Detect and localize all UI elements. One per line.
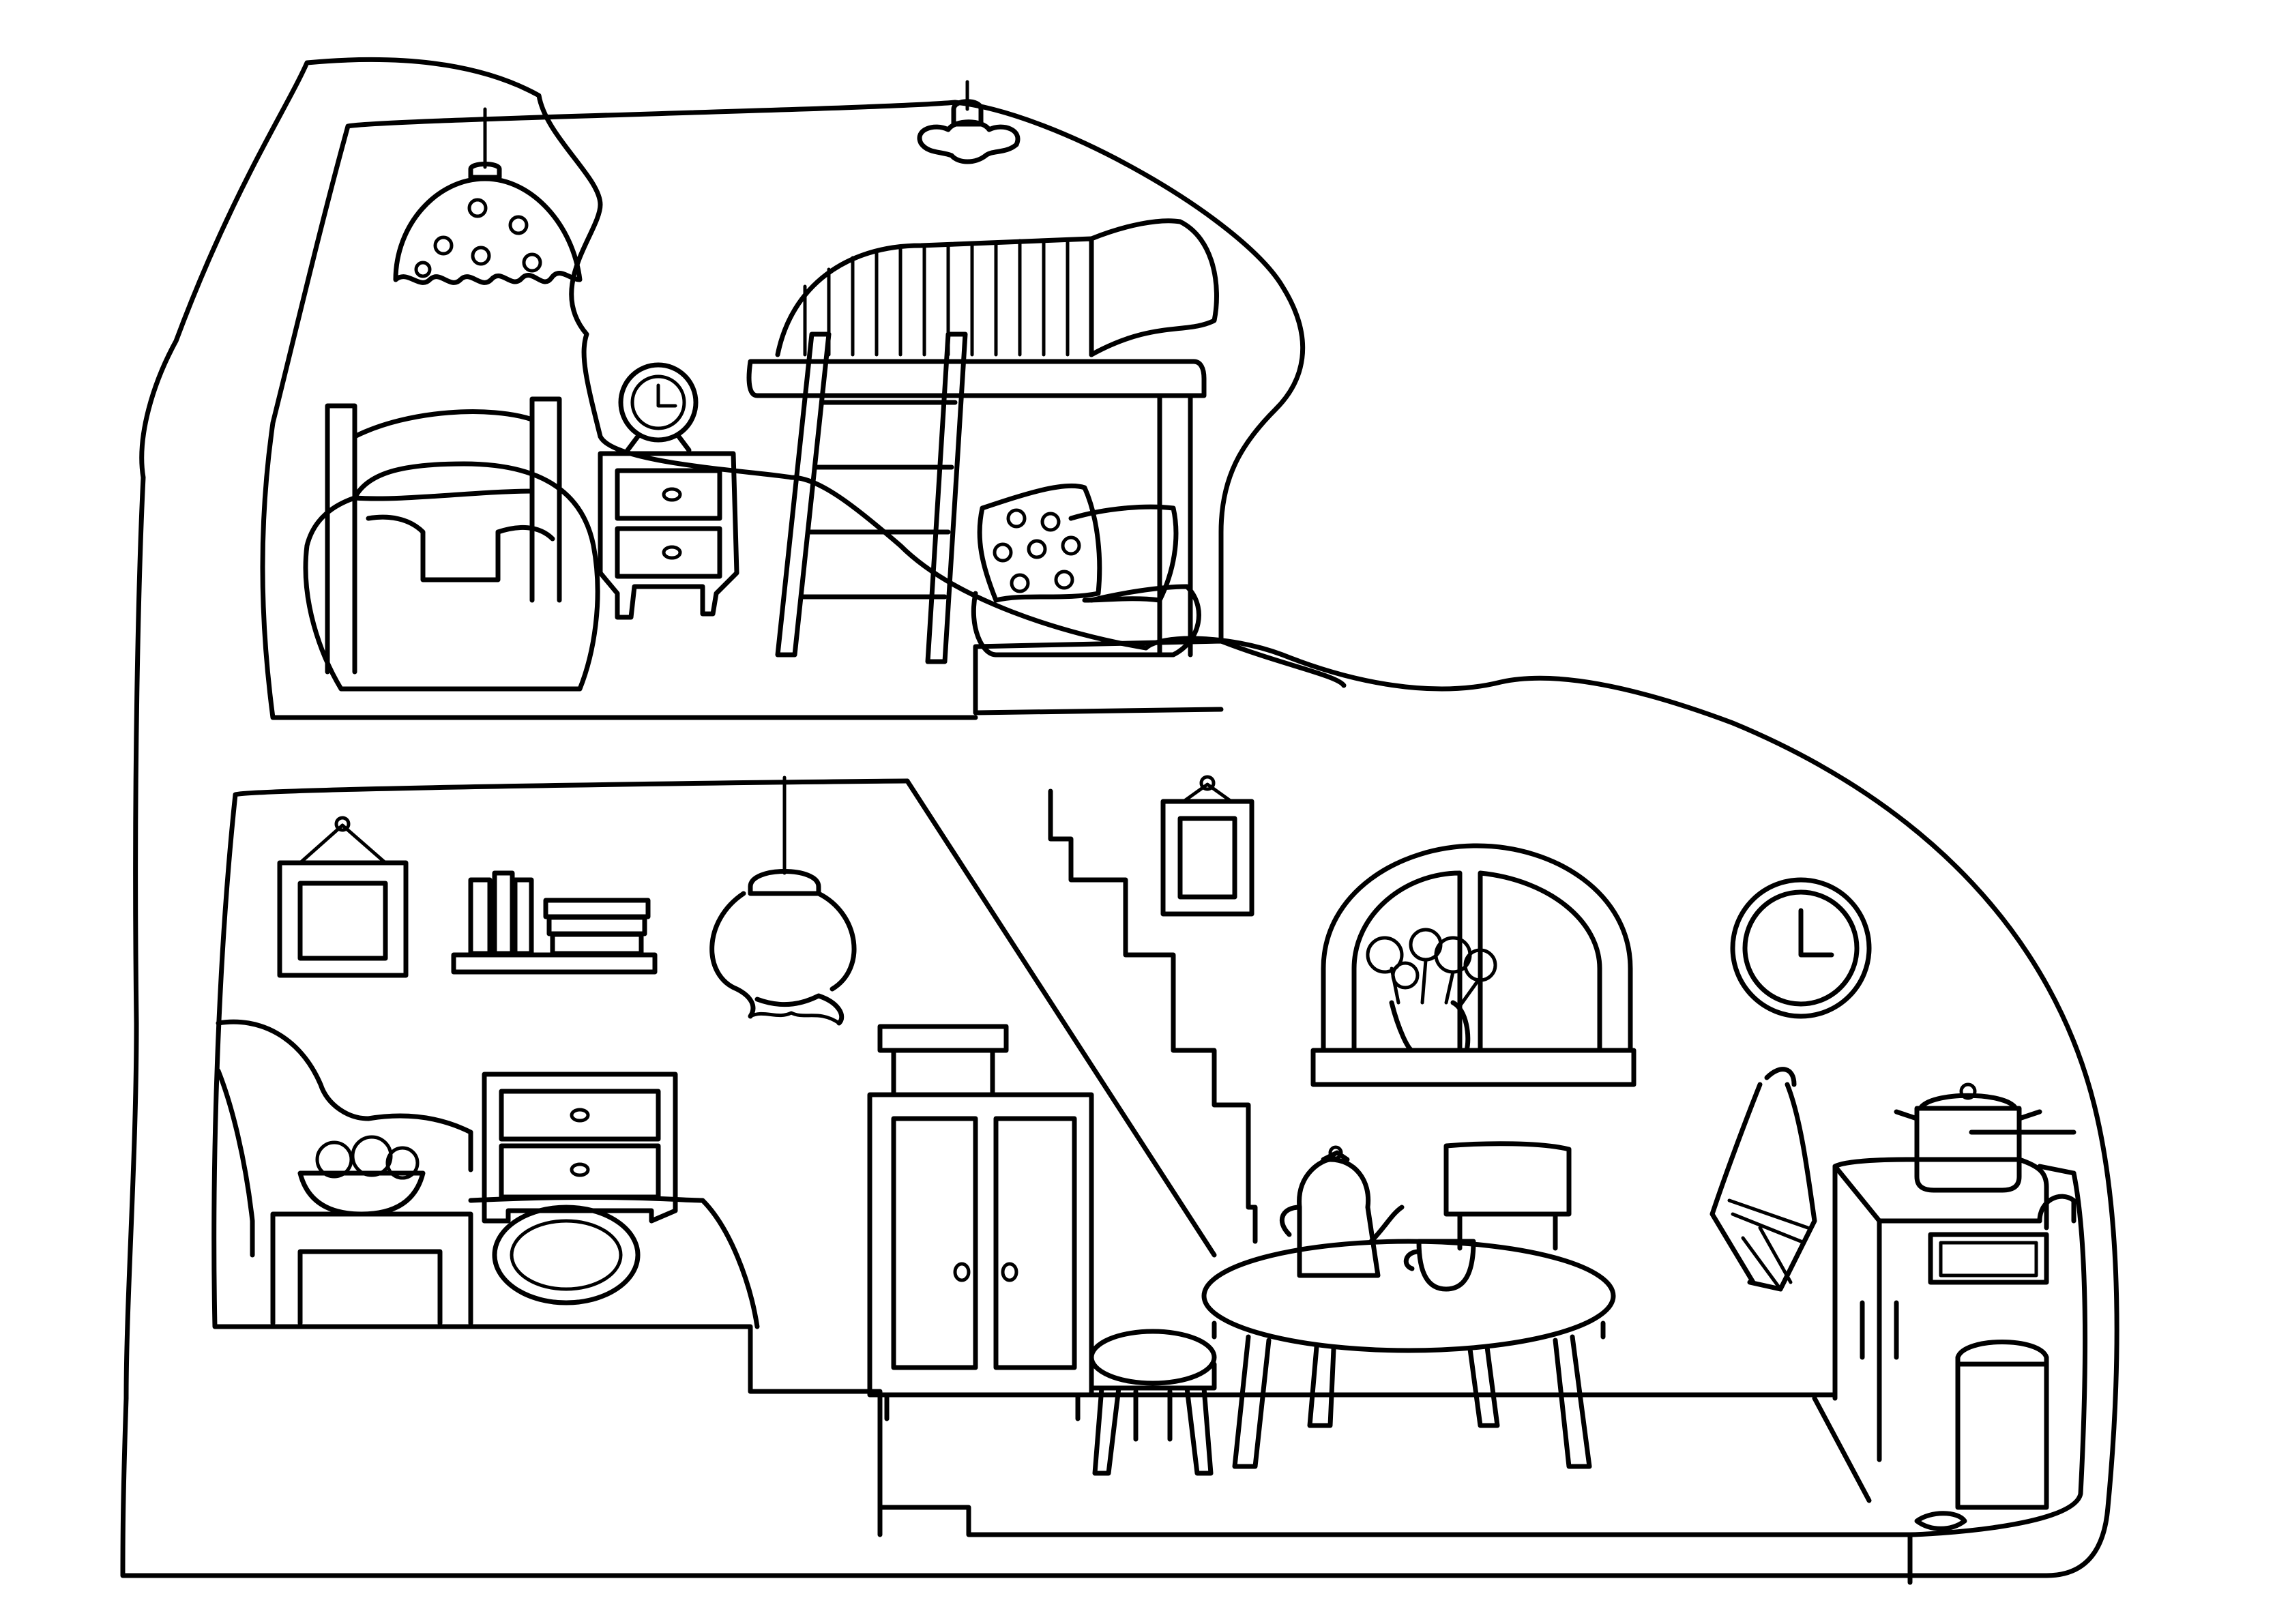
kitchen-right-wall xyxy=(1969,1130,2076,1176)
table-icon xyxy=(1201,1239,1616,1469)
bed-icon xyxy=(303,396,600,692)
ladder-icon xyxy=(775,331,968,664)
wardrobe-icon xyxy=(867,1024,1094,1421)
towel-icon xyxy=(1709,1067,1817,1292)
trash-bin-icon xyxy=(1914,1340,2049,1531)
top-room-boundary xyxy=(260,100,1347,720)
cooking-pot-icon xyxy=(1894,1082,2042,1193)
rug-icon xyxy=(468,1195,760,1329)
picture-frame-icon xyxy=(1160,775,1254,917)
floor-line xyxy=(877,1392,1838,1537)
arched-window-icon xyxy=(1310,843,1636,1087)
floor-cushion-icon xyxy=(971,483,1201,658)
stool-icon xyxy=(1089,1329,1217,1476)
side-table xyxy=(270,1211,473,1326)
fruit-bowl-icon xyxy=(297,1135,426,1217)
lower-room-boundary xyxy=(211,778,2088,1585)
book-shelf-icon xyxy=(451,870,658,975)
staircase-icon xyxy=(905,778,1258,1258)
flower-vase-icon xyxy=(1366,928,1497,1053)
flower-lamp-icon xyxy=(917,80,1021,164)
shoe-house-outline-icon xyxy=(120,57,2119,1578)
armchair-icon xyxy=(216,1019,473,1258)
chair-icon xyxy=(1443,1141,1572,1251)
loft-bed-icon xyxy=(746,218,1219,658)
sink-icon xyxy=(1928,1194,2076,1285)
wall-clock-icon xyxy=(1730,877,1872,1019)
picture-frame-icon xyxy=(277,816,409,978)
bedside-cabinet-icon xyxy=(598,451,739,620)
pendant-lamp-icon xyxy=(709,776,857,1026)
teapot-icon xyxy=(1279,1145,1405,1278)
alarm-clock-icon xyxy=(618,362,699,453)
stove-icon xyxy=(1812,1157,2049,1503)
cup-icon xyxy=(1403,1239,1476,1292)
pendant-lamp-icon xyxy=(393,107,583,285)
